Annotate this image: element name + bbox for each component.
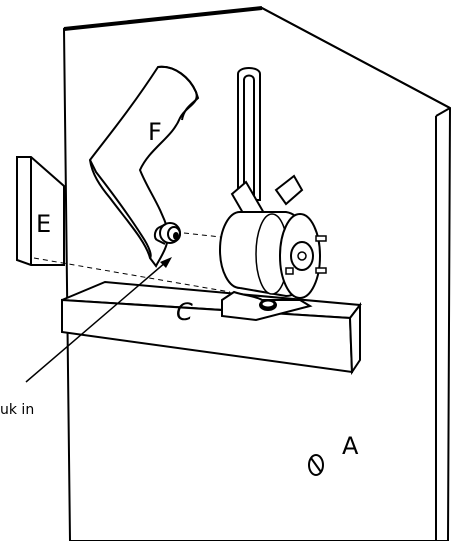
callout-arrow <box>25 257 172 383</box>
arm-bolt-icon <box>153 222 181 245</box>
bracket-e <box>16 156 65 266</box>
base-screw-icon <box>259 299 277 311</box>
callout-text: uk in <box>0 402 34 418</box>
motor-assembly <box>219 67 327 322</box>
label-f: F <box>148 118 162 146</box>
label-a: A <box>342 432 359 460</box>
label-c: C <box>176 298 193 326</box>
arm-f <box>88 65 200 268</box>
panel-screw-icon <box>308 454 324 476</box>
label-e: E <box>36 210 51 238</box>
